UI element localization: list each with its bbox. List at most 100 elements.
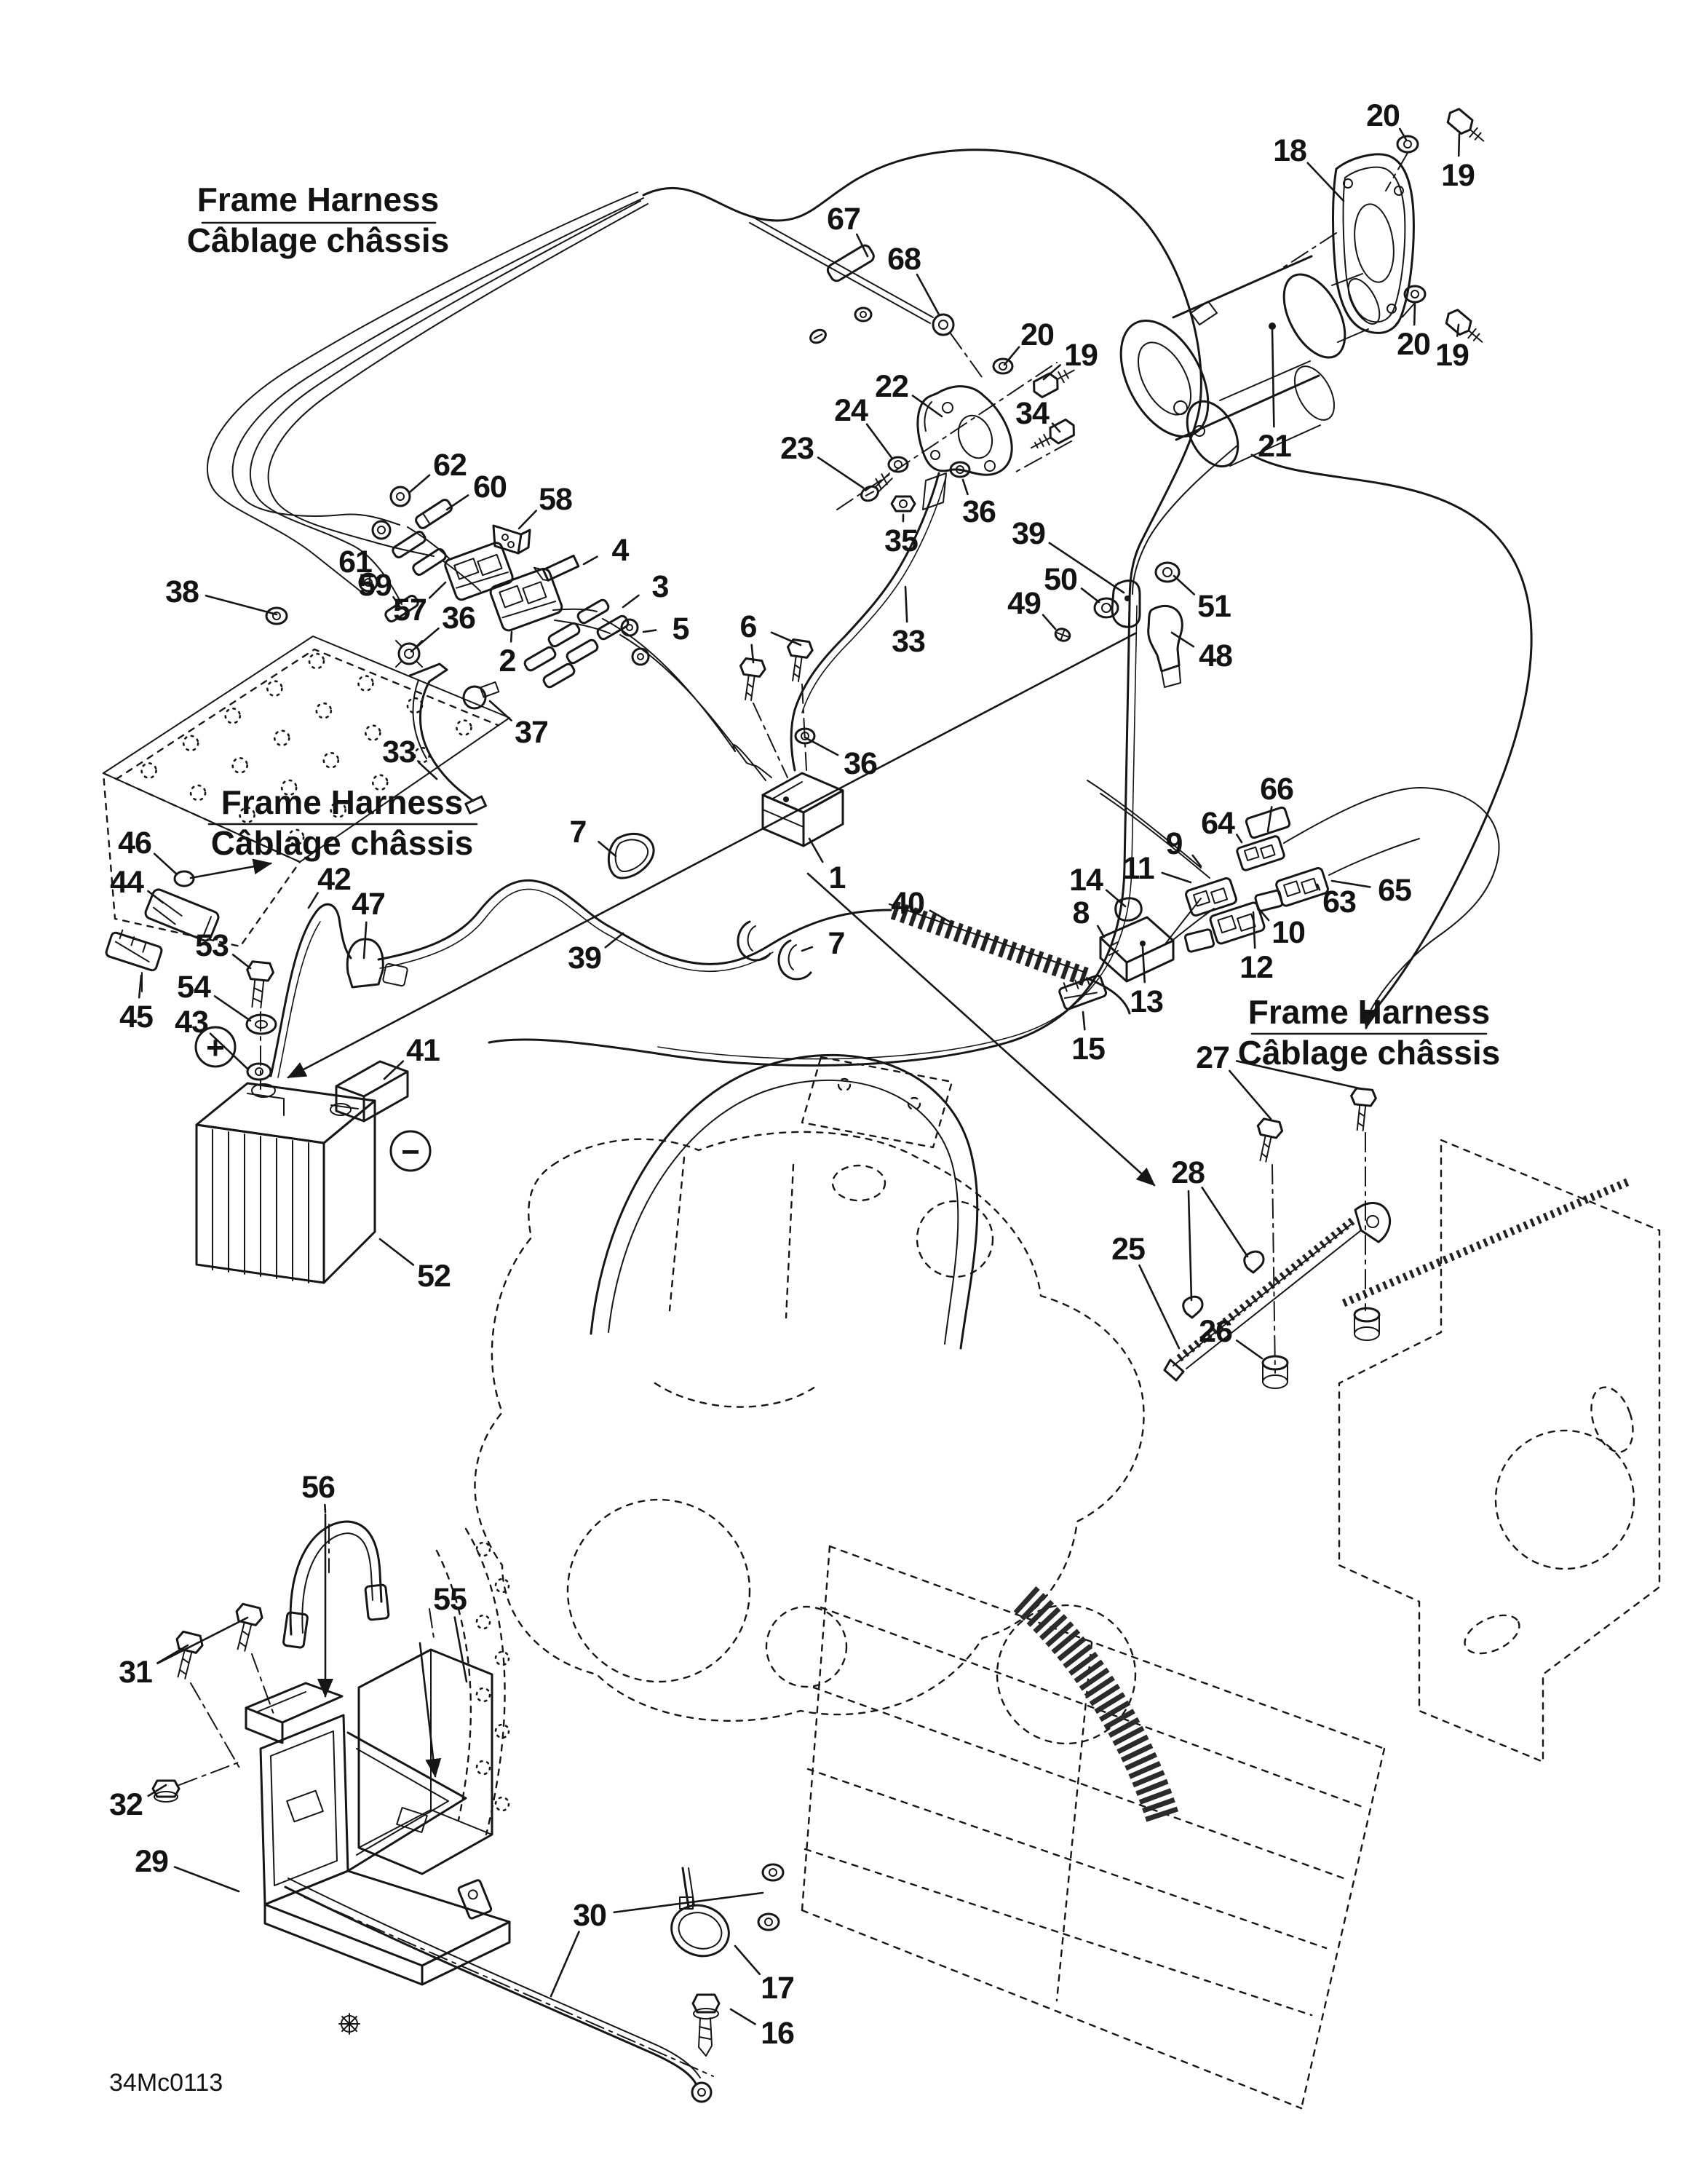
leader-line-36 (804, 736, 839, 756)
left-connector-cluster (265, 486, 650, 815)
leader-line-27 (1235, 1060, 1364, 1091)
leader-line-20 (1399, 127, 1408, 141)
callout-number-13: 13 (1130, 984, 1163, 1019)
callout-number-22: 22 (875, 369, 908, 404)
leader-line-9 (1191, 854, 1202, 868)
plate-hole (280, 779, 298, 796)
leader-line-30 (550, 1931, 580, 1998)
callout-number-66: 66 (1260, 772, 1293, 807)
leader-line-47 (362, 921, 368, 960)
leader-line-20 (1003, 346, 1020, 366)
diagram-code: 34Mc0113 (109, 2069, 223, 2097)
leader-line-6 (750, 644, 755, 664)
leader-line-55 (453, 1616, 468, 1683)
leader-line-31 (156, 1616, 249, 1665)
plate-hole (266, 680, 283, 697)
leader-line-27 (1229, 1069, 1272, 1120)
leader-line-22 (911, 395, 943, 418)
plate-hole (456, 719, 472, 736)
callout-number-34: 34 (1015, 396, 1050, 431)
leader-line-39 (1048, 542, 1125, 594)
engine-hole (475, 1614, 491, 1630)
callout-number-27: 27 (1196, 1040, 1229, 1075)
callout-number-16: 16 (761, 2016, 794, 2051)
callout-number-44: 44 (110, 865, 144, 900)
leader-line-33 (418, 761, 438, 780)
leader-line-3 (622, 594, 640, 609)
leader-line-15 (1082, 1010, 1086, 1031)
leader-line-66 (1266, 806, 1273, 833)
callout-number-19: 19 (1435, 338, 1469, 373)
positive-cable-boot (346, 938, 408, 989)
callout-number-55: 55 (433, 1582, 467, 1617)
callout-number-47: 47 (352, 887, 385, 922)
frame-harness-label-fr-3: Câblage châssis (1238, 1034, 1501, 1072)
callout-number-36: 36 (962, 494, 996, 529)
callout-number-10: 10 (1272, 915, 1305, 950)
callout-number-67: 67 (827, 202, 860, 237)
leader-line-49 (1042, 614, 1057, 630)
leader-line-60 (445, 494, 469, 511)
callout-number-33: 33 (892, 624, 925, 659)
callout-number-20: 20 (1366, 98, 1400, 133)
battery-terminal-hardware (245, 960, 277, 1090)
leader-line-37 (488, 700, 512, 721)
tray-hardware (151, 1602, 276, 1803)
leader-line-12 (1252, 911, 1256, 949)
plate-hole (182, 735, 199, 752)
gasket-and-clips (607, 832, 812, 981)
leader-line-28 (1201, 1186, 1249, 1258)
callout-number-7: 7 (828, 926, 845, 961)
leader-line-48 (1170, 631, 1195, 648)
install-arrow-2 (287, 632, 1137, 1079)
callout-number-49: 49 (1007, 586, 1041, 621)
callout-number-19: 19 (1441, 158, 1475, 193)
callout-number-6: 6 (740, 609, 757, 644)
leader-line-32 (147, 1784, 167, 1797)
plate-hole (231, 757, 248, 774)
callout-number-17: 17 (761, 1971, 794, 2006)
starter-motor (1119, 255, 1381, 468)
callout-number-15: 15 (1071, 1032, 1105, 1067)
callout-number-33: 33 (382, 735, 416, 769)
support-rod (284, 1863, 785, 2103)
leader-line-42 (307, 892, 319, 909)
plate-hole (189, 784, 207, 802)
plate-hole (273, 729, 290, 747)
leader-line-44 (147, 890, 164, 904)
leader-line-58 (517, 510, 538, 530)
leader-line-23 (817, 456, 865, 489)
leader-line-2 (509, 630, 513, 643)
frame-harness-label-en-3: Frame Harness (1248, 993, 1490, 1031)
plate-hole (365, 724, 381, 741)
frame-tunnel-phantom (801, 1545, 1386, 2110)
leader-line-51 (1173, 574, 1196, 596)
install-arrow-5 (418, 1642, 442, 1778)
callout-number-54: 54 (177, 970, 211, 1005)
callout-number-23: 23 (780, 431, 814, 466)
callout-number-8: 8 (1073, 895, 1090, 930)
leader-line-53 (231, 954, 252, 970)
callout-number-42: 42 (317, 862, 351, 897)
star-washer (338, 2013, 360, 2035)
engine-hole (475, 1760, 491, 1776)
leader-line-19 (1456, 323, 1460, 337)
callout-number-65: 65 (1378, 873, 1411, 908)
callout-number-51: 51 (1197, 589, 1231, 624)
leader-line-11 (1161, 871, 1192, 884)
leader-line-14 (1105, 889, 1127, 908)
battery-cover (357, 1648, 493, 1875)
solenoid-plate-assembly (836, 357, 1075, 513)
leader-line-10 (1258, 908, 1270, 922)
leader-line-17 (734, 1944, 761, 1976)
leader-line-13 (1141, 946, 1146, 984)
callout-number-31: 31 (119, 1655, 152, 1690)
leader-line-52 (378, 1238, 415, 1266)
frame-hoop (590, 1053, 979, 1350)
callout-number-25: 25 (1111, 1232, 1145, 1267)
engine-hole (494, 1723, 510, 1739)
callout-number-32: 32 (109, 1787, 143, 1822)
callout-number-11: 11 (1122, 851, 1154, 886)
